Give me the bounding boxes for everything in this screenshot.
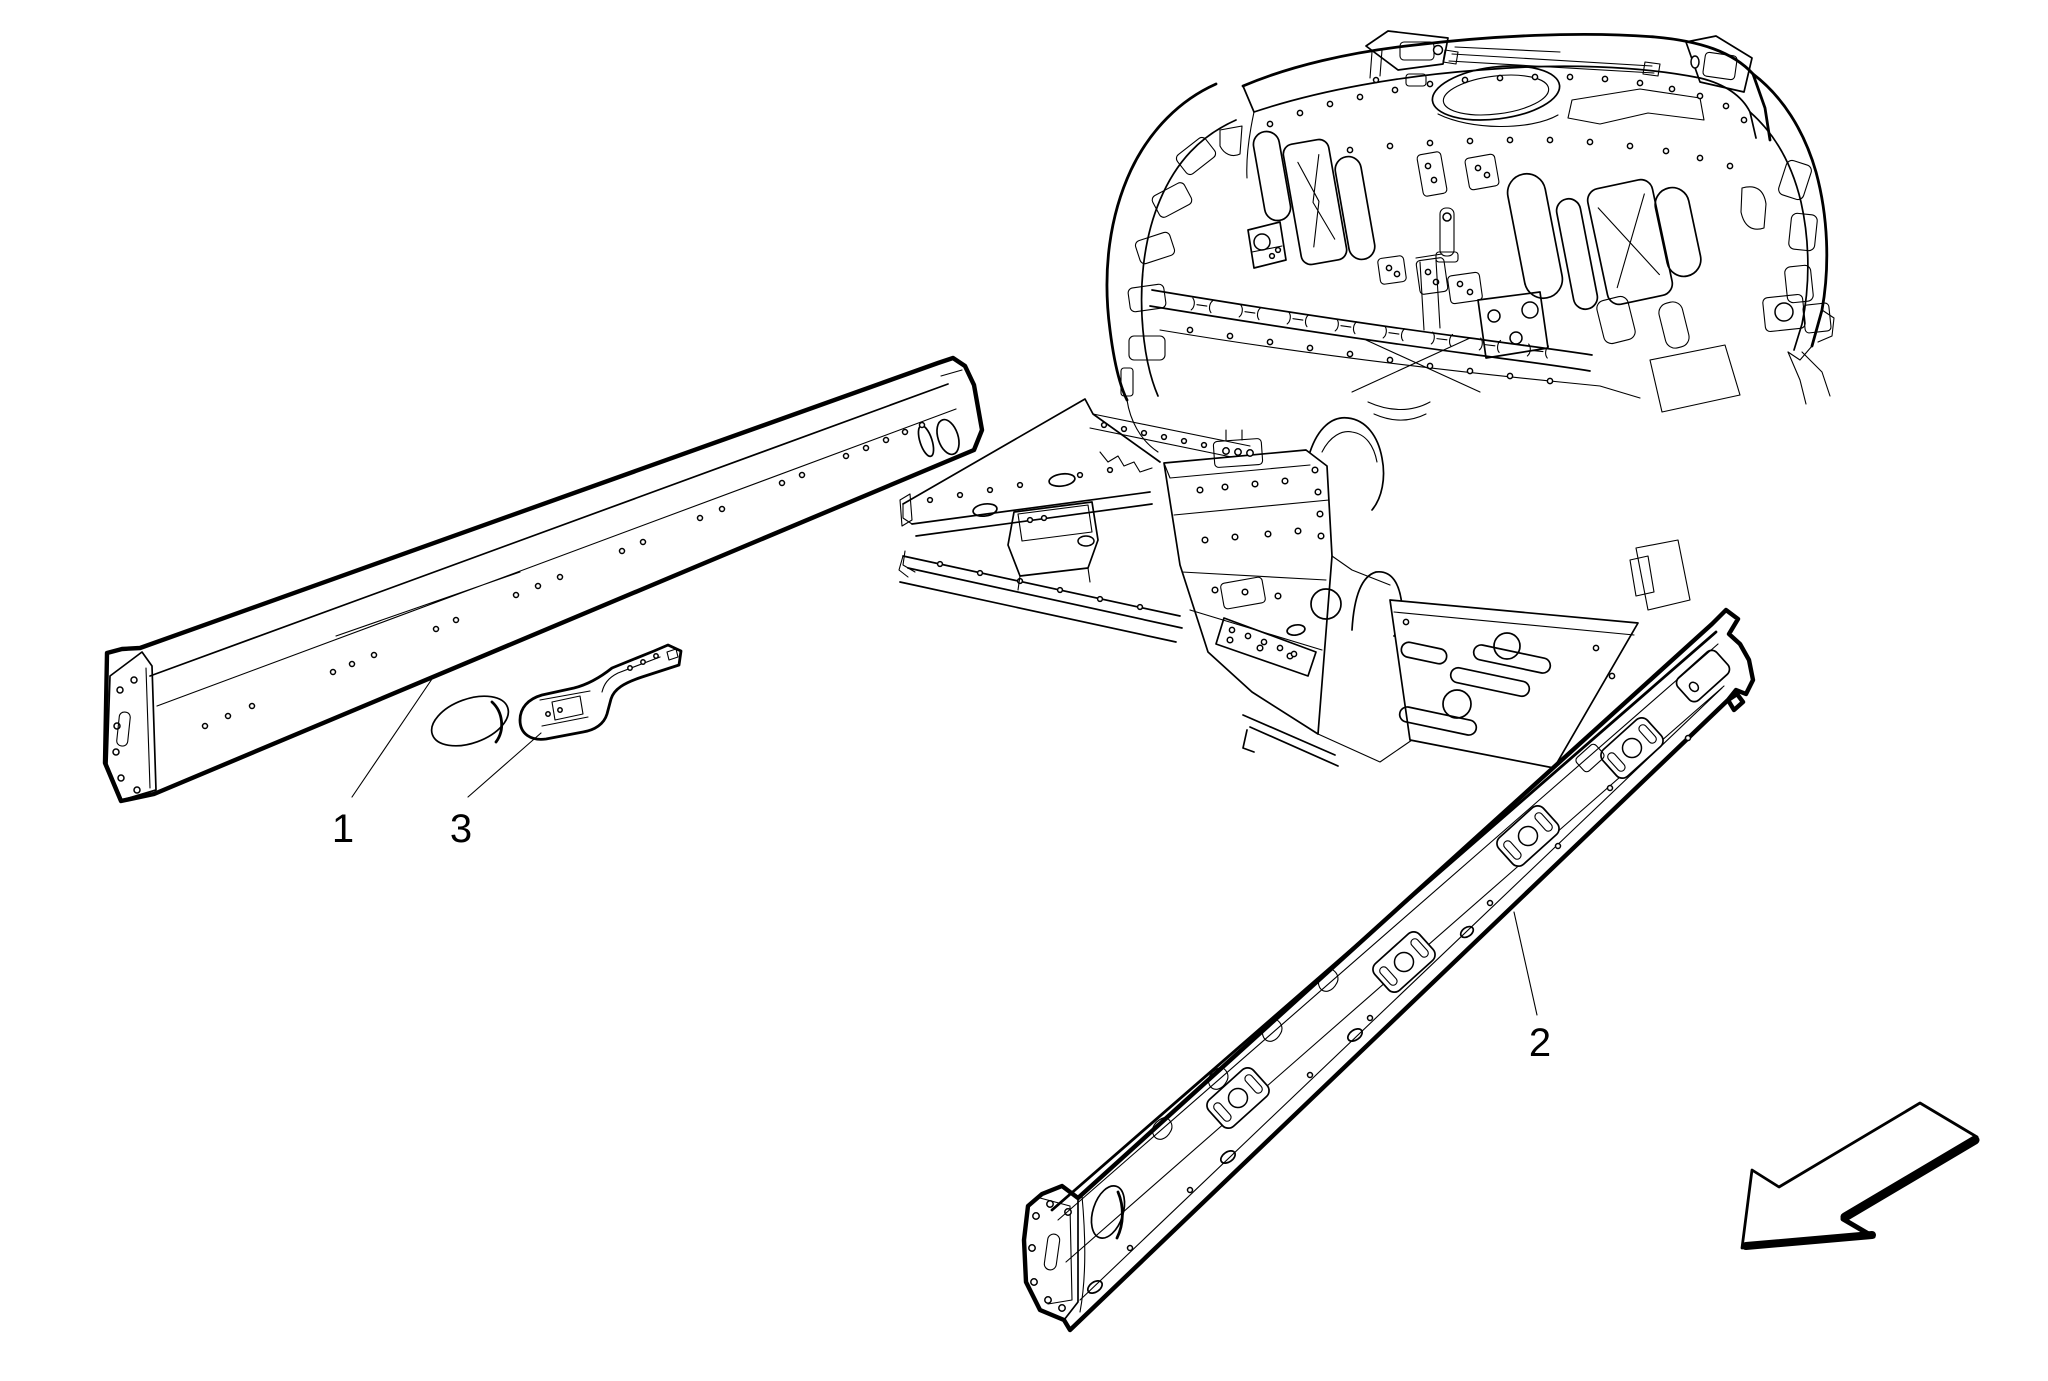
callout-3[interactable]: 3 [450, 732, 542, 851]
lower-crossmember [1149, 289, 1741, 413]
shelf-corner-bracket-right [1685, 35, 1753, 93]
mounting-bracket-part-3 [518, 643, 683, 741]
rail-2-rivets [1126, 734, 1692, 1252]
leader-line-2 [1513, 911, 1538, 1016]
floor-pan [898, 398, 1691, 769]
rail-clip-brackets [1206, 649, 1731, 1130]
parcel-shelf [1241, 32, 1772, 142]
rear-bulkhead-assembly [898, 30, 1835, 769]
sill-rail-right-part-2 [1021, 607, 1756, 1333]
rail-oval-hole [430, 695, 510, 747]
subframe-cluster [1351, 253, 1549, 421]
bulkhead-mount-plates [1247, 151, 1500, 305]
rail-1-rivets [201, 421, 926, 730]
callout-1[interactable]: 1 [332, 675, 435, 851]
bulkhead-panel-openings [1252, 130, 1767, 311]
end-cap-right-rail [1023, 1185, 1079, 1321]
leader-line-1 [351, 675, 435, 798]
end-cap-holes-right [1028, 1200, 1072, 1312]
wheel-arch-left [1105, 82, 1255, 453]
leader-line-3 [467, 732, 542, 798]
callout-label-3[interactable]: 3 [450, 807, 472, 851]
flange-tabs [1151, 968, 1339, 1140]
shelf-rivet-row [1266, 73, 1748, 170]
callout-label-2[interactable]: 2 [1529, 1021, 1551, 1065]
crimp-tick-marks [1190, 297, 1550, 359]
front-direction-arrow-icon [1740, 1101, 1980, 1250]
shelf-corner-bracket-left [1365, 30, 1449, 84]
callout-label-1[interactable]: 1 [332, 807, 354, 851]
sill-rail-left-part-1 [102, 355, 985, 804]
end-cap-holes-left [112, 676, 141, 794]
quarter-pillar-right [1749, 72, 1835, 405]
callout-2[interactable]: 2 [1513, 911, 1551, 1065]
